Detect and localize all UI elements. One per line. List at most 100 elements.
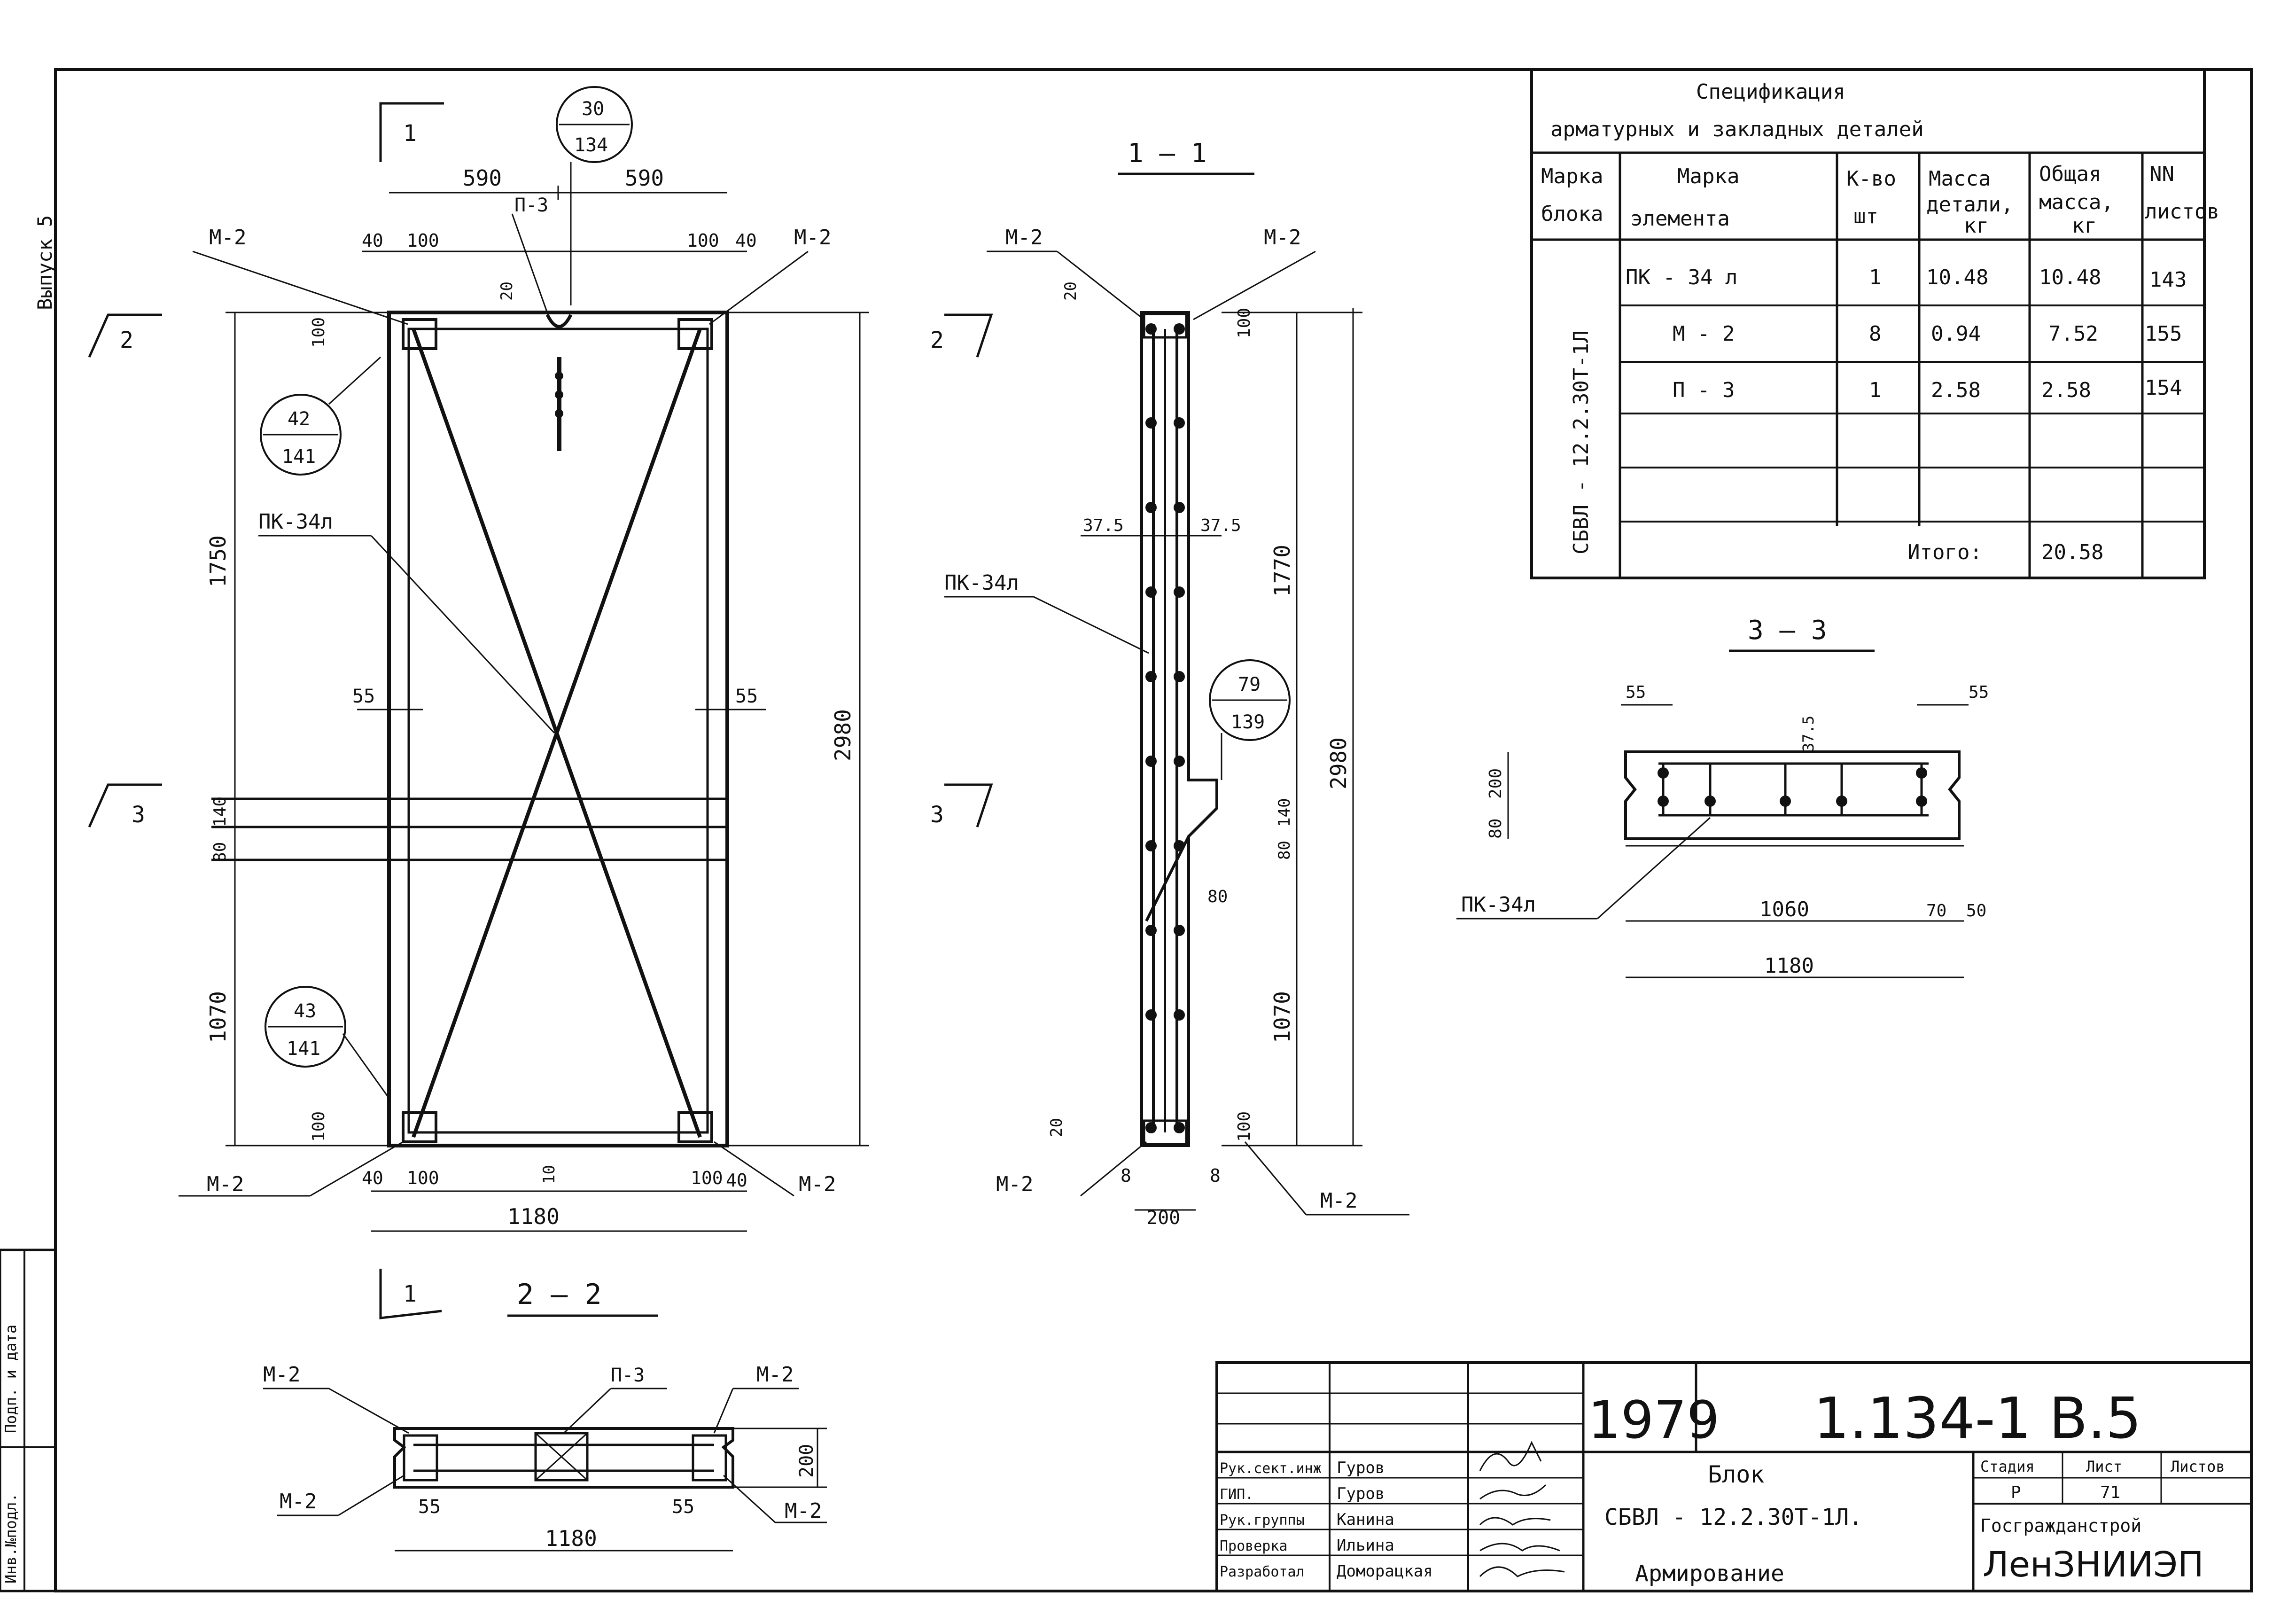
title-block: 1979 1.134-1 В.5 Рук.сект.инж ГИП. Рук.г…: [1215, 1361, 2253, 1592]
embedded-plate: [402, 1111, 437, 1143]
row2-qty: 8: [1869, 322, 1882, 346]
stamp-sign-date: Подп. и дата: [2, 1325, 20, 1433]
label-pk34: ПК-34л: [258, 510, 333, 534]
itogo-value: 20.58: [2041, 540, 2103, 564]
stamp-inventory: Инв.№подл.: [2, 1493, 20, 1584]
hdr-obsh-3: кг: [2072, 214, 2097, 238]
s11-label-m2-tr: М-2: [1264, 226, 1301, 250]
s22-dim-55a: 55: [418, 1496, 441, 1518]
s22-dim-200: 200: [796, 1444, 817, 1478]
tb-code: 1.134-1 В.5: [1813, 1386, 2141, 1451]
s11-dim-37b: 37.5: [1200, 516, 1241, 535]
cut-mark-2-right: 2: [930, 327, 944, 353]
s11-dim-1070: 1070: [1269, 991, 1295, 1043]
s33-dim-80: 80: [1486, 819, 1505, 839]
tb-stage: Р: [2011, 1483, 2021, 1502]
dim-20: 20: [498, 281, 516, 301]
tb-sheet-header: Лист: [2086, 1458, 2122, 1475]
s11-label-m2-bl: М-2: [996, 1172, 1033, 1196]
diagonal-bar: [412, 328, 702, 1138]
section-2-2-outline: [393, 1427, 734, 1489]
label-p3: П-3: [514, 195, 548, 216]
dim-40b: 40: [735, 230, 757, 251]
row3-total: 2.58: [2041, 378, 2091, 402]
ref-bubble: 30 134: [556, 86, 633, 305]
row1-element: ПК - 34 л: [1626, 265, 1737, 289]
tb-name-1: Гуров: [1337, 1459, 1385, 1477]
tb-name-line-1: Блок: [1708, 1461, 1764, 1488]
dim-10: 10: [540, 1165, 559, 1184]
tb-name-3: Канина: [1337, 1510, 1394, 1529]
rebar-dots: [1658, 767, 1927, 807]
s11-dim-2980: 2980: [1326, 737, 1351, 789]
embedded-plate: [402, 318, 437, 350]
row1-mass: 10.48: [1926, 265, 1988, 289]
row3-qty: 1: [1869, 378, 1882, 402]
front-view: 590 590 40 100 100 40 20 100 1750 2980 5…: [88, 86, 993, 1319]
left-stamp: Подп. и дата Инв.№подл.: [0, 1248, 57, 1592]
rebar-dots: [1145, 323, 1185, 1133]
dim-1750: 1750: [205, 535, 231, 587]
row3-element: П - 3: [1673, 378, 1735, 402]
bubble3-top: 43: [294, 1000, 316, 1022]
dim-100-vert: 100: [309, 317, 328, 348]
row3-sheet: 154: [2145, 376, 2182, 400]
spec-row: П - 3 1 2.58 2.58 154: [1673, 376, 2182, 402]
hdr-nn-2: листов: [2145, 200, 2219, 224]
dim-55a: 55: [352, 686, 375, 707]
label-m2-top-right: М-2: [794, 226, 831, 250]
s33-dim-1060: 1060: [1759, 897, 1809, 921]
cut-mark-1-bottom: 1: [403, 1281, 417, 1307]
tb-name-2: Гуров: [1337, 1484, 1385, 1503]
section-1-1: 1 — 1 20 100 37.5 37.5 17: [944, 138, 1409, 1229]
cut-mark-3-left: 3: [132, 802, 145, 828]
s22-label-m2-tr: М-2: [756, 1363, 794, 1387]
cut-mark-3-right: 3: [930, 802, 944, 828]
signatures: [1479, 1441, 1565, 1577]
s22-label-p3: П-3: [611, 1365, 645, 1386]
tb-sheets-header: Листов: [2171, 1458, 2225, 1475]
s11-dim-37a: 37.5: [1083, 516, 1124, 535]
label-m2-bottom-right: М-2: [799, 1172, 836, 1196]
label-m2-top-left: М-2: [209, 226, 246, 250]
bubble1-top: 30: [582, 98, 604, 120]
section-3-3-title: 3 — 3: [1748, 615, 1827, 646]
s11-label-m2-tl: М-2: [1005, 226, 1043, 250]
ref-bubble: 42 141: [260, 356, 381, 476]
s11-dim-80v: 80: [1275, 841, 1294, 860]
s33-dim-70: 70: [1926, 901, 1946, 921]
hdr-massa-1: Масса: [1929, 167, 1991, 191]
s22-label-m2-tl: М-2: [263, 1363, 300, 1387]
dim-590a: 590: [463, 165, 502, 191]
dim-100a: 100: [407, 230, 439, 251]
front-outline: [387, 311, 729, 1147]
row1-sheet: 143: [2149, 268, 2187, 292]
hdr-nn-1: NN: [2149, 162, 2174, 186]
row2-mass: 0.94: [1931, 322, 1981, 346]
cut-mark-1-top: 1: [403, 120, 417, 147]
dim-100d: 100: [691, 1168, 723, 1188]
s22-label-m2-br: М-2: [785, 1499, 822, 1523]
s33-label-pk34: ПК-34л: [1461, 893, 1536, 917]
ref-bubble: 43 141: [265, 986, 391, 1100]
tb-role-2: ГИП.: [1220, 1486, 1253, 1503]
tb-name-5: Доморацкая: [1337, 1562, 1433, 1581]
tb-name-line-3: Армирование: [1635, 1560, 1784, 1587]
bubble1-bottom: 134: [574, 134, 608, 156]
tb-sheet: 71: [2100, 1483, 2120, 1502]
s11-label-pk34: ПК-34л: [944, 571, 1019, 595]
dim-40c: 40: [362, 1168, 383, 1188]
label-m2-bottom-left: М-2: [207, 1172, 244, 1196]
s33-dim-200: 200: [1486, 768, 1505, 799]
hdr-obsh-2: масса,: [2039, 190, 2114, 214]
dim-590b: 590: [625, 165, 664, 191]
s33-dim-50: 50: [1966, 901, 1986, 921]
itogo-label: Итого:: [1907, 540, 1982, 564]
cut-mark-2-left: 2: [120, 327, 133, 353]
s11-dim-8b: 8: [1210, 1165, 1221, 1186]
s11-label-m2-br: М-2: [1320, 1189, 1357, 1213]
spec-row: М - 2 8 0.94 7.52 155: [1673, 322, 2182, 346]
dim-40a: 40: [362, 230, 383, 251]
hdr-kvo-2: шт: [1853, 204, 1878, 228]
s11-dim-200: 200: [1146, 1207, 1180, 1229]
